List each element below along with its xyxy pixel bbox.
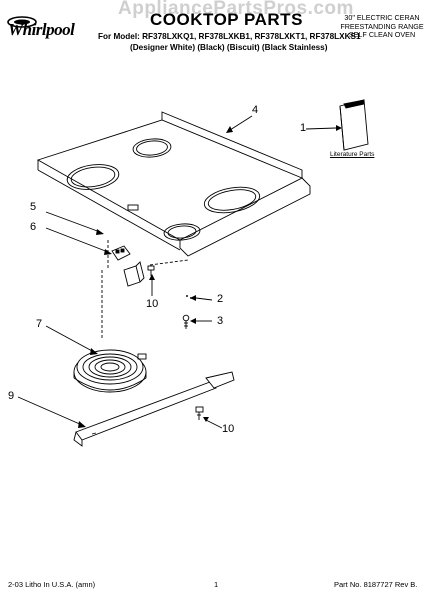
callout-4[interactable]: 4: [252, 104, 259, 116]
screw-part[interactable]: [195, 406, 204, 420]
logo-swirl-icon: [7, 16, 37, 28]
callout-3[interactable]: 3: [217, 315, 224, 327]
footer-litho-text: 2-03 Litho In U.S.A. (amn): [8, 580, 96, 589]
literature-parts-label: Literature Parts: [330, 151, 375, 158]
literature-booklet-part[interactable]: [339, 99, 369, 151]
watermark-text: AppliancePartsPros.com: [118, 0, 354, 19]
footer-page-number: 1: [214, 580, 219, 589]
callout-2[interactable]: 2: [217, 293, 224, 305]
callout-1[interactable]: 1: [300, 122, 307, 134]
callout-5[interactable]: 5: [30, 201, 37, 213]
radiant-element-part[interactable]: [73, 349, 147, 393]
product-description: 30" ELECTRIC CERAN FREESTANDING RANGE SE…: [339, 13, 425, 40]
screw-part[interactable]: [182, 314, 190, 329]
brand-name: Whirlpool: [8, 20, 75, 39]
cooktop-glass-part[interactable]: [36, 111, 311, 257]
side-line: SELF CLEAN OVEN: [348, 30, 416, 39]
bracket-part[interactable]: [123, 261, 145, 287]
side-line: 30" ELECTRIC CERAN: [344, 13, 420, 22]
whirlpool-logo: [6, 14, 86, 48]
screw-part[interactable]: [147, 265, 155, 276]
callout-10-lower[interactable]: 10: [222, 423, 235, 435]
page-title: COOKTOP PARTS: [150, 10, 303, 29]
variants-line: (Designer White) (Black) (Biscuit) (Blac…: [130, 43, 328, 52]
terminal-block-part[interactable]: [111, 245, 131, 261]
callout-6[interactable]: 6: [30, 221, 37, 233]
callout-7[interactable]: 7: [36, 318, 43, 330]
callout-10-upper[interactable]: 10: [146, 298, 159, 310]
model-line: For Model: RF378LXKQ1, RF378LXKB1, RF378…: [98, 32, 361, 41]
support-bar-part[interactable]: [73, 371, 235, 447]
callout-9[interactable]: 9: [8, 390, 15, 402]
side-line: FREESTANDING RANGE: [340, 21, 424, 31]
footer-part-number: Part No. 8187727 Rev B.: [334, 580, 418, 589]
